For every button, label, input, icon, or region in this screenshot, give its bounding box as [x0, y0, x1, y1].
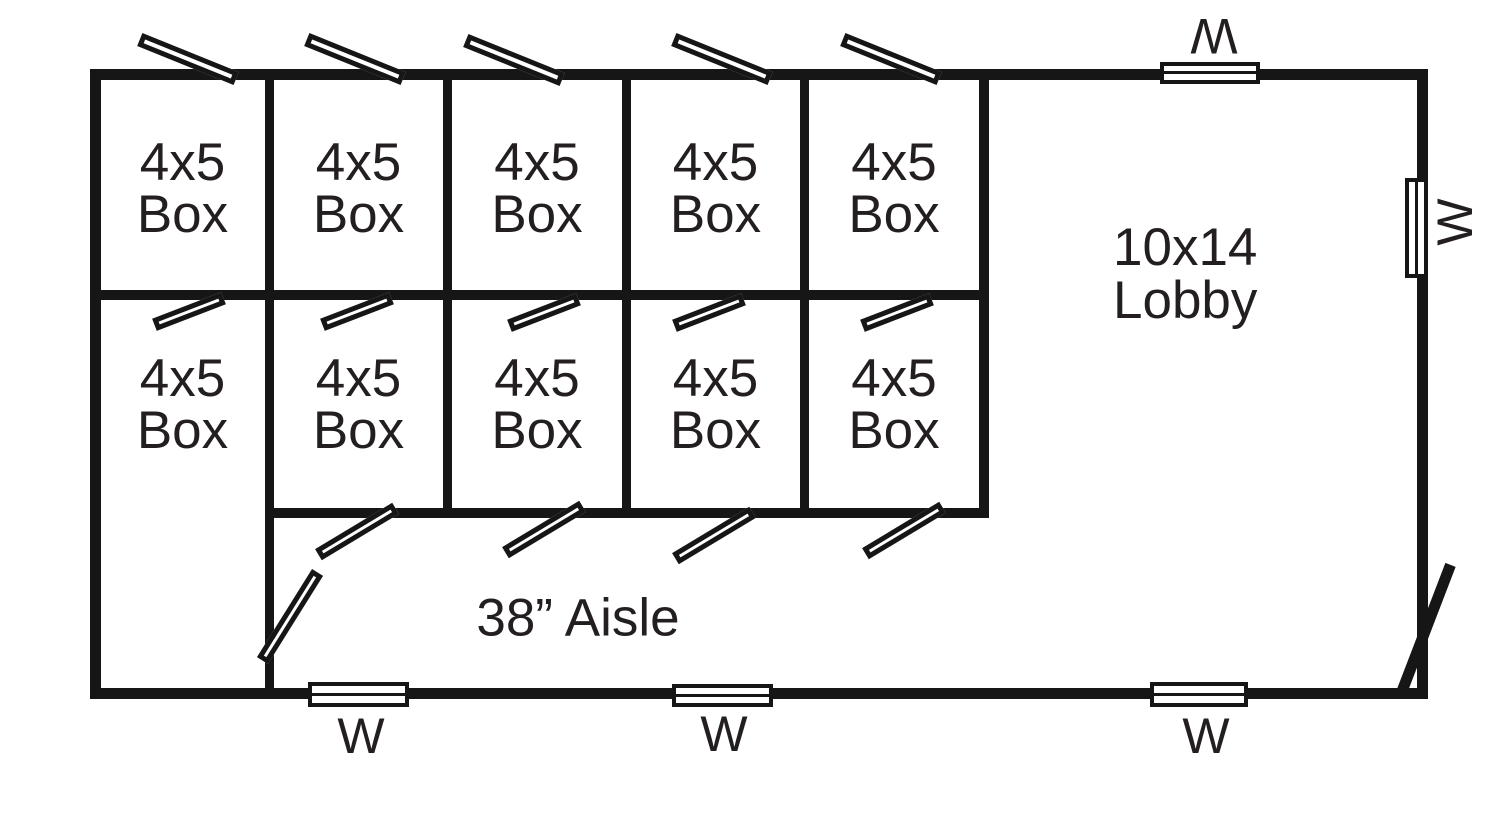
- room-kind: Box: [491, 401, 583, 460]
- room-size: 4x5: [851, 133, 937, 192]
- room-r1c3-label: 4x5 Box: [452, 88, 622, 290]
- room-r2c5-label: 4x5 Box: [809, 302, 979, 508]
- room-size: 4x5: [315, 133, 402, 192]
- exterior-wall-right: [1417, 69, 1428, 699]
- window-bottom-right: [1150, 682, 1248, 707]
- lobby-name: Lobby: [1113, 271, 1258, 330]
- window-bottom-left: [308, 682, 409, 707]
- room-kind: Box: [136, 185, 229, 244]
- window-label-right: W: [1427, 198, 1483, 246]
- room-size: 4x5: [672, 349, 759, 408]
- room-r2c3-label: 4x5 Box: [452, 302, 622, 508]
- row-divider-wall: [90, 290, 989, 300]
- room-kind: Box: [312, 401, 405, 460]
- window-pane-line: [1164, 71, 1256, 74]
- lobby-size: 10x14: [1113, 218, 1258, 277]
- window-pane-line: [1414, 182, 1418, 274]
- room-size: 4x5: [315, 349, 402, 408]
- window-pane-line: [312, 692, 405, 696]
- room-r2c1-label: 4x5 Box: [100, 302, 265, 508]
- room-kind: Box: [669, 185, 762, 244]
- room-size: 4x5: [672, 133, 759, 192]
- window-label-bottom-middle: W: [700, 706, 748, 762]
- room-size: 4x5: [494, 349, 580, 408]
- aisle-label: 38” Aisle: [476, 588, 680, 648]
- lobby-label: 10x14 Lobby: [1113, 221, 1257, 327]
- exterior-wall-left: [90, 69, 101, 699]
- window-pane-line: [1154, 692, 1244, 696]
- window-bottom-middle: [672, 684, 773, 707]
- room-r1c4-label: 4x5 Box: [631, 88, 800, 290]
- room-size: 4x5: [139, 133, 226, 192]
- room-size: 4x5: [851, 349, 937, 408]
- room-size: 4x5: [494, 133, 580, 192]
- room-kind: Box: [312, 185, 405, 244]
- room-r1c5-label: 4x5 Box: [809, 88, 979, 290]
- room-kind: Box: [136, 401, 229, 460]
- room-r1c1-label: 4x5 Box: [100, 88, 265, 290]
- room-r1c2-label: 4x5 Box: [274, 88, 443, 290]
- room-kind: Box: [491, 185, 583, 244]
- window-label-top: W: [1190, 8, 1238, 64]
- window-label-bottom-left: W: [337, 708, 385, 764]
- room-r2c2-label: 4x5 Box: [274, 302, 443, 508]
- room-kind: Box: [669, 401, 762, 460]
- room-r2c4-label: 4x5 Box: [631, 302, 800, 508]
- room-kind: Box: [848, 185, 940, 244]
- divider-wall-col1-col2: [265, 69, 274, 699]
- window-top: [1160, 62, 1260, 84]
- room-kind: Box: [848, 401, 940, 460]
- window-label-bottom-right: W: [1182, 708, 1230, 764]
- room-size: 4x5: [139, 349, 226, 408]
- aisle-wall: [265, 508, 989, 518]
- window-pane-line: [676, 693, 769, 697]
- window-right: [1405, 178, 1428, 278]
